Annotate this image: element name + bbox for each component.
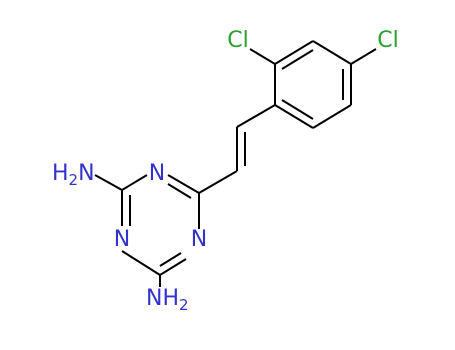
amine-top-subscript: 2 bbox=[69, 171, 79, 189]
bonds bbox=[94, 40, 377, 287]
bond-c4t-n5t-double bbox=[159, 252, 182, 267]
chlorine-label-right: Cl bbox=[377, 28, 398, 53]
amine-top-h: H bbox=[52, 161, 69, 186]
bond-ring-c2-c3-double bbox=[281, 49, 314, 70]
amine-bottom-nh: NH bbox=[146, 286, 179, 311]
nitrogen-label-ring-top: N bbox=[149, 161, 165, 186]
amine-label-bottom: NH2 bbox=[146, 286, 189, 314]
amine-top-n: N bbox=[78, 161, 94, 186]
bond-c6t-n1t-double bbox=[167, 183, 192, 199]
bond-ring-c2-c3 bbox=[274, 40, 314, 65]
chlorine-label-left: Cl bbox=[227, 28, 248, 53]
bond-ring-c6-c1-double bbox=[281, 99, 314, 120]
bond-n1t-c2t bbox=[121, 174, 148, 191]
amine-label-top: H2N bbox=[52, 161, 95, 189]
bond-ring-c3-c4 bbox=[312, 40, 352, 65]
bond-c4t-n5t bbox=[159, 258, 187, 276]
nitrogen-label-ring-bottom-left: N bbox=[114, 227, 130, 252]
bond-c2t-nh2 bbox=[94, 174, 123, 191]
bond-n3t-c4t bbox=[121, 250, 161, 276]
bond-ring-c6-c1 bbox=[274, 104, 314, 129]
nitrogen-label-ring-bottom-right: N bbox=[191, 227, 207, 252]
amine-bottom-subscript: 2 bbox=[179, 296, 189, 314]
bond-c4-cl bbox=[350, 48, 377, 65]
bond-ring-vinyl bbox=[236, 104, 276, 128]
bond-ring-c5-c6 bbox=[312, 104, 352, 129]
bond-vinyl-triazine bbox=[198, 170, 238, 194]
bond-c2-cl bbox=[249, 48, 276, 65]
bond-c6t-n1t bbox=[167, 174, 200, 194]
atom-labels: Cl Cl N N N H2N NH2 bbox=[52, 28, 399, 314]
